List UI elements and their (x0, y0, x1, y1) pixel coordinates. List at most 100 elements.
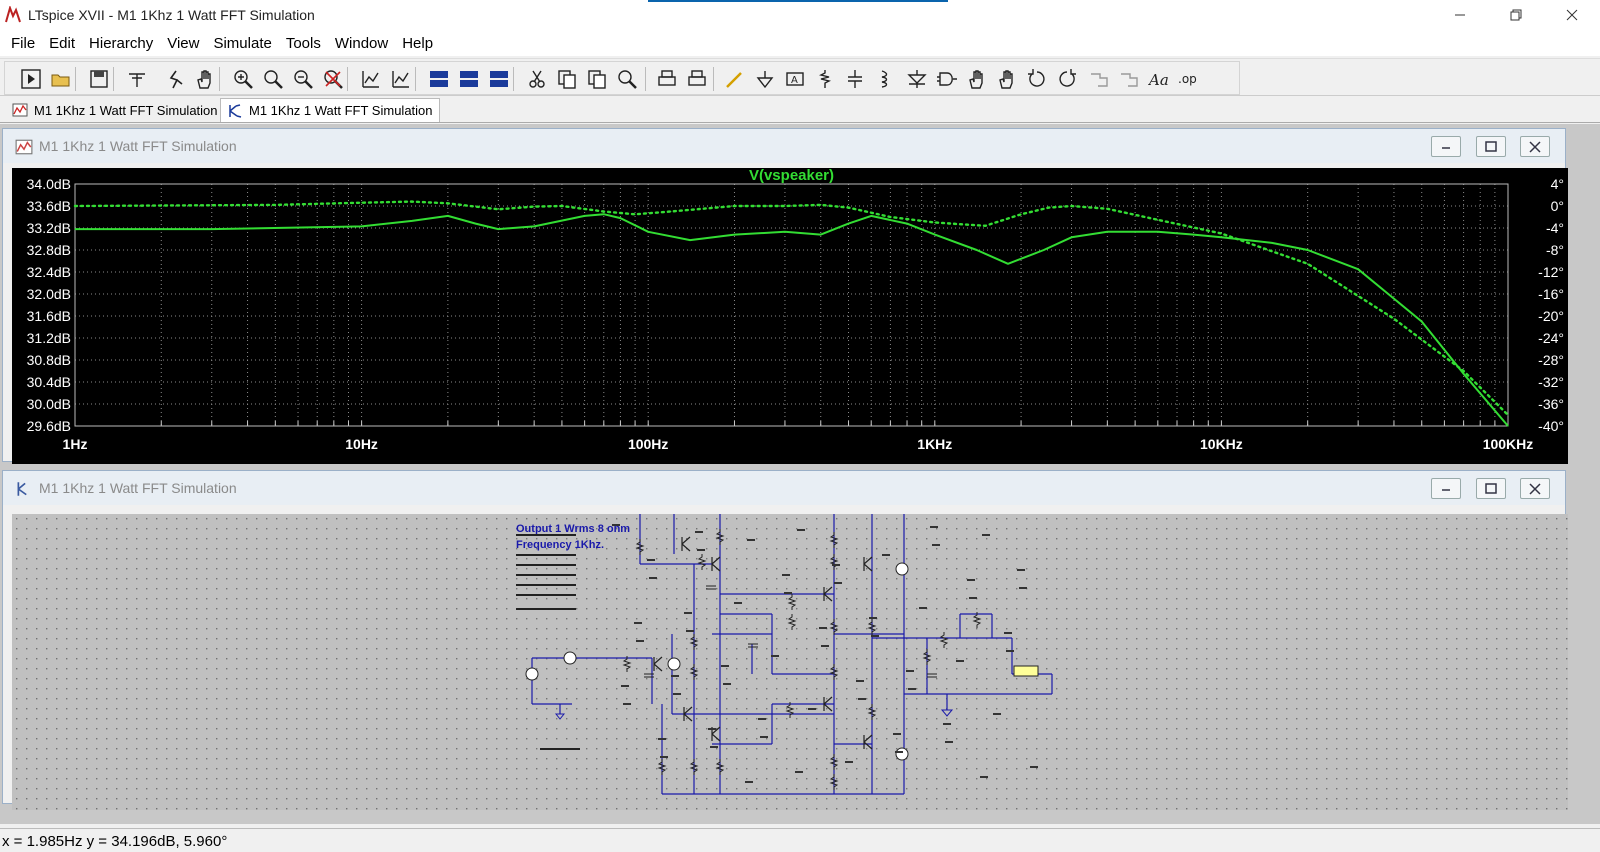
spice-directive-tool-button[interactable]: .op (1177, 67, 1201, 91)
redo-tool-button[interactable] (1055, 67, 1079, 91)
minimize-icon (1455, 14, 1465, 16)
phase-point (670, 211, 672, 212)
schematic-minimize-button[interactable] (1431, 478, 1461, 499)
capacitor-tool-button[interactable] (843, 67, 867, 91)
minimize-button[interactable] (1432, 0, 1488, 30)
text-tool-button[interactable]: Aa (1147, 67, 1171, 91)
schematic-close-button[interactable] (1520, 478, 1550, 499)
rotate-tool-button[interactable] (1087, 67, 1111, 91)
diode-tool-button[interactable] (905, 67, 929, 91)
autorange-tool-button[interactable] (359, 67, 383, 91)
print-setup-tool-button[interactable] (655, 67, 679, 91)
magnitude-point (870, 215, 872, 217)
schematic-canvas[interactable]: Output 1 Wrms 8 ohm Frequency 1Khz. (12, 507, 1568, 810)
minimize-icon (1442, 146, 1450, 149)
open-tool-button[interactable] (49, 67, 73, 91)
schematic-window-titlebar[interactable]: M1 1Khz 1 Watt FFT Simulation (3, 471, 1565, 505)
zoom-area-tool-button[interactable] (261, 67, 285, 91)
print-icon (688, 70, 706, 86)
fit-tool-button[interactable] (389, 67, 413, 91)
maximize-icon (1485, 482, 1497, 494)
component-label (758, 718, 766, 720)
menu-file[interactable]: File (11, 34, 36, 52)
magnitude-point (734, 234, 735, 236)
wire-tool-button[interactable] (723, 67, 747, 91)
fft-plot-svg[interactable]: 34.0dB33.6dB33.2dB32.8dB32.4dB32.0dB31.6… (12, 167, 1568, 464)
find-tool-button[interactable] (615, 67, 639, 91)
zoom-out-tool-button[interactable] (291, 67, 315, 91)
halt-tool-button[interactable] (163, 67, 187, 91)
component-label (956, 660, 964, 662)
menu-edit[interactable]: Edit (49, 34, 76, 52)
cut-tool-button[interactable] (525, 67, 549, 91)
y-left-tick-label: 33.2dB (27, 220, 71, 236)
resistor (972, 612, 982, 628)
component-tool-button[interactable] (935, 67, 959, 91)
move-tool-button[interactable] (965, 67, 989, 91)
component-label (1017, 569, 1025, 571)
tab-label: M1 1Khz 1 Watt FFT Simulation (249, 103, 433, 118)
waveform-close-button[interactable] (1520, 136, 1550, 157)
toolbar-separator (75, 67, 76, 91)
menu-help[interactable]: Help (402, 34, 434, 52)
magnitude-point (784, 231, 786, 233)
x-tick-label: 100KHz (1483, 436, 1534, 452)
capacitor (644, 585, 937, 678)
save-tool-button[interactable] (87, 67, 111, 91)
ground-tool-button[interactable] (753, 67, 777, 91)
run-tool-button[interactable] (19, 67, 43, 91)
menu-window[interactable]: Window (334, 34, 389, 52)
waveform-maximize-button[interactable] (1476, 136, 1506, 157)
component-label (708, 728, 716, 730)
component-label (797, 529, 805, 531)
tile-v-tool-button[interactable] (487, 67, 511, 91)
resistor-tool-button[interactable] (813, 67, 837, 91)
restore-button[interactable] (1488, 0, 1544, 30)
waveform-minimize-button[interactable] (1431, 136, 1461, 157)
undo-tool-button[interactable] (1025, 67, 1049, 91)
zoom-cancel-tool-button[interactable] (321, 67, 345, 91)
menu-tools[interactable]: Tools (285, 34, 321, 52)
menu-simulate[interactable]: Simulate (213, 34, 272, 52)
schematic-maximize-button[interactable] (1476, 478, 1506, 499)
mirror-tool-button[interactable] (1117, 67, 1141, 91)
tile-h-tool-button[interactable] (427, 67, 451, 91)
tab-schematic[interactable]: M1 1Khz 1 Watt FFT Simulation (220, 98, 440, 122)
magnitude-point (1071, 236, 1072, 238)
magnitude-point (1463, 373, 1465, 375)
phase-point (1307, 263, 1309, 265)
waveform-window-titlebar[interactable]: M1 1Khz 1 Watt FFT Simulation (3, 129, 1565, 163)
zoom-in-tool-button[interactable] (231, 67, 255, 91)
label-tool-button[interactable]: A (783, 67, 807, 91)
phase-trace[interactable] (73, 200, 1510, 417)
close-button[interactable] (1544, 0, 1600, 30)
control-panel-icon (129, 73, 145, 87)
cascade-tool-button[interactable] (457, 67, 481, 91)
inductor-tool-button[interactable] (873, 67, 897, 91)
drag-tool-button[interactable] (995, 67, 1019, 91)
copy-tool-button[interactable] (555, 67, 579, 91)
y-right-tick-label: 0° (1551, 198, 1564, 214)
menu-hierarchy[interactable]: Hierarchy (89, 34, 154, 52)
control-panel-tool-button[interactable] (125, 67, 149, 91)
component-label (697, 549, 705, 551)
drag-icon (999, 70, 1013, 89)
phase-point (820, 204, 822, 206)
tab-waveform[interactable]: M1 1Khz 1 Watt FFT Simulation (6, 98, 224, 122)
phase-point (784, 205, 786, 207)
phase-point (1071, 205, 1072, 207)
component-label (623, 703, 631, 705)
y-left-tick-label: 31.2dB (27, 330, 71, 346)
pan-tool-button[interactable] (193, 67, 217, 91)
menu-view[interactable]: View (167, 34, 200, 52)
paste-tool-button[interactable] (585, 67, 609, 91)
voltage-source (895, 747, 909, 761)
component-label (1004, 632, 1012, 634)
schematic-svg[interactable]: Output 1 Wrms 8 ohm Frequency 1Khz. (12, 507, 1568, 810)
magnitude-trace[interactable] (75, 213, 1509, 427)
magnitude-point (1220, 236, 1222, 238)
print-tool-button[interactable] (685, 67, 709, 91)
resistor (622, 656, 632, 672)
y-right-tick-label: -32° (1538, 374, 1564, 390)
